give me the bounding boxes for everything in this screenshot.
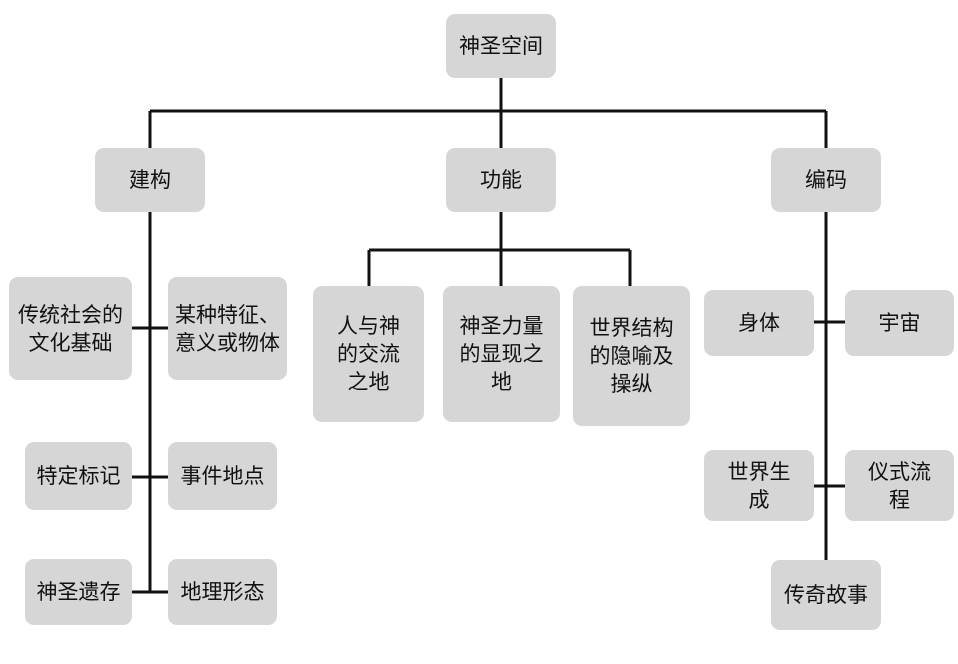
node-code-child: 身体 bbox=[704, 290, 814, 356]
node-construct-child: 事件地点 bbox=[168, 442, 277, 510]
node-function-child-label: 世界结构的隐喻及操纵 bbox=[589, 316, 674, 396]
node-code-child: 宇宙 bbox=[845, 290, 954, 356]
node-function-child: 世界结构的隐喻及操纵 bbox=[573, 286, 690, 426]
node-code-child: 世界生成 bbox=[704, 450, 814, 521]
node-function-child-label: 神圣力量的显现之地 bbox=[459, 314, 544, 394]
node-code-child-label: 宇宙 bbox=[878, 311, 921, 335]
node-construct-child-label: 某种特征、意义或物体 bbox=[175, 302, 280, 355]
node-code-child-label: 身体 bbox=[738, 311, 780, 335]
node-construct-child: 传统社会的文化基础 bbox=[9, 277, 132, 380]
node-construct-child: 地理形态 bbox=[168, 559, 277, 625]
node-construct-child-label: 传统社会的文化基础 bbox=[18, 302, 123, 355]
node-construct-label: 建构 bbox=[129, 168, 171, 192]
node-function-child-label: 人与神的交流之地 bbox=[337, 314, 400, 394]
node-construct-child: 神圣遗存 bbox=[25, 559, 132, 625]
node-root: 神圣空间 bbox=[446, 14, 556, 78]
node-function: 功能 bbox=[446, 148, 556, 212]
node-code-child: 传奇故事 bbox=[771, 560, 881, 630]
node-construct-child-label: 神圣遗存 bbox=[36, 580, 121, 604]
node-code-child-label: 仪式流程 bbox=[868, 459, 931, 512]
node-construct-child: 特定标记 bbox=[25, 442, 132, 510]
node-code: 编码 bbox=[771, 148, 881, 212]
node-construct-child-label: 特定标记 bbox=[36, 464, 121, 488]
node-root-label: 神圣空间 bbox=[459, 34, 543, 58]
node-code-child-label: 传奇故事 bbox=[784, 583, 868, 607]
node-code-child-label: 世界生成 bbox=[727, 459, 791, 512]
node-construct-child: 某种特征、意义或物体 bbox=[168, 277, 287, 380]
node-function-child: 神圣力量的显现之地 bbox=[443, 286, 560, 422]
node-code-label: 编码 bbox=[805, 168, 847, 192]
node-construct-child-label: 事件地点 bbox=[180, 464, 265, 488]
node-function-child: 人与神的交流之地 bbox=[313, 286, 424, 422]
node-construct: 建构 bbox=[95, 148, 205, 212]
node-construct-child-label: 地理形态 bbox=[180, 580, 265, 604]
node-function-label: 功能 bbox=[480, 168, 522, 192]
node-code-child: 仪式流程 bbox=[845, 450, 954, 521]
